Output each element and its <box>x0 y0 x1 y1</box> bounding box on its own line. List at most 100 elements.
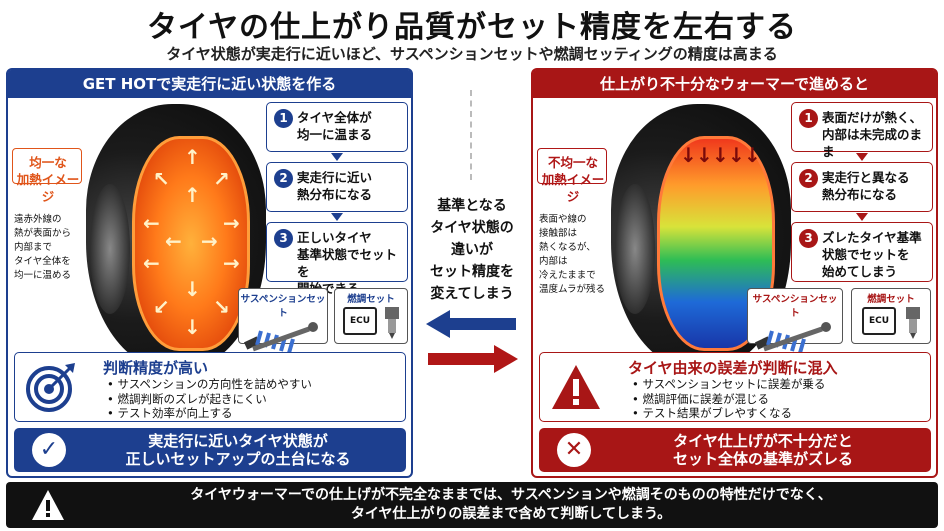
uneven-heating-text: 表面や線の 接触部は 熱くなるが、 内部は 冷えたままで 温度ムラが残る <box>539 214 606 295</box>
left-judgment-list: サスペンションの方向性を詰めやすい 燃調判断のズレが起きにくい テスト効率が向上… <box>107 377 312 421</box>
heat-arrow-icon: ↙ <box>153 295 170 319</box>
shock-absorber-icon <box>754 322 831 354</box>
left-judgment-box: 判断精度が高い サスペンションの方向性を詰めやすい 燃調判断のズレが起きにくい … <box>14 352 406 422</box>
right-step-3: 3 ズレたタイヤ基準 状態でセットを 始めてしまう <box>791 222 933 282</box>
right-step-2: 2 実走行と異なる 熱分布になる <box>791 162 933 212</box>
arrow-left-icon <box>426 310 516 338</box>
step-number-badge: 1 <box>274 109 293 128</box>
insufficient-warmer-panel: 仕上がり不十分なウォーマーで進めると 不均一な 加熱イメージ 表面や線の 接触部… <box>531 68 938 478</box>
step-number-badge: 2 <box>274 169 293 188</box>
right-judgment-title: タイヤ由来の誤差が判断に混入 <box>628 359 838 377</box>
right-step-3-text: ズレたタイヤ基準 状態でセットを 始めてしまう <box>822 230 922 279</box>
uniform-heating-note: 均一な 加熱イメージ 遠赤外線の 熱が表面から 内部まで タイヤ全体を 均一に温… <box>14 154 82 283</box>
cross-icon: ✕ <box>557 433 591 467</box>
right-conclusion-banner: ✕ タイヤ仕上げが不十分だと セット全体の基準がズレる <box>539 428 931 472</box>
left-step-1: 1 タイヤ全体が 均一に温まる <box>266 102 408 152</box>
heat-arrow-icon: ↓ <box>696 143 713 167</box>
heat-arrow-icon: ↖ <box>153 167 170 191</box>
ecu-icon: ECU <box>862 307 896 335</box>
uneven-heating-heading: 不均一な 加熱イメージ <box>541 155 605 204</box>
step-down-arrow-icon <box>856 213 868 221</box>
warning-icon <box>32 490 64 520</box>
heat-arrow-icon: ↑ <box>184 183 201 207</box>
target-icon <box>26 363 75 412</box>
suspension-set-label: サスペンションセット <box>752 294 838 319</box>
step-number-badge: 3 <box>274 229 293 248</box>
warning-icon <box>552 365 600 409</box>
heat-arrow-icon: ↓ <box>712 143 729 167</box>
uniform-heating-heading: 均一な 加熱イメージ <box>16 155 80 204</box>
heat-arrow-icon: ↓ <box>728 143 745 167</box>
left-judgment-title: 判断精度が高い <box>103 359 209 377</box>
right-judgment-list: サスペンションセットに誤差が乗る 燃調評価に誤差が混じる テスト結果がブレやすく… <box>632 377 825 421</box>
left-step-3: 3 正しいタイヤ 基準状態でセットを 開始できる <box>266 222 408 296</box>
heat-arrow-icon: ↓ <box>184 277 201 301</box>
step-down-arrow-icon <box>331 153 343 161</box>
heat-arrow-icon: → <box>201 229 218 253</box>
fuel-set-box: 燃調セット ECU <box>851 288 931 344</box>
heat-arrow-icon: ↘ <box>213 295 230 319</box>
uniform-heating-text: 遠赤外線の 熱が表面から 内部まで タイヤ全体を 均一に温める <box>14 214 72 281</box>
heat-arrow-icon: ↗ <box>213 167 230 191</box>
center-message: 基準となる タイヤ状態の 違いが セット精度を 変えてしまう <box>430 198 514 302</box>
heat-arrow-icon: ← <box>143 251 160 275</box>
suspension-set-box: サスペンションセット <box>238 288 328 354</box>
list-item: サスペンションセットに誤差が乗る <box>632 377 825 392</box>
list-item: サスペンションの方向性を詰めやすい <box>107 377 311 392</box>
list-item: 燃調評価に誤差が混じる <box>632 392 825 407</box>
heat-arrow-icon: → <box>223 251 240 275</box>
injector-icon <box>385 307 399 339</box>
left-step-1-text: タイヤ全体が 均一に温まる <box>297 110 373 142</box>
footer-warning-bar: タイヤウォーマーでの仕上げが不完全なままでは、サスペンションや燃調そのものの特性… <box>6 482 938 528</box>
injector-icon <box>906 307 920 339</box>
wheel-rim <box>615 184 655 314</box>
heat-arrow-icon: ↑ <box>184 145 201 169</box>
heat-arrow-icon: → <box>223 211 240 235</box>
shock-absorber-icon <box>243 322 318 354</box>
step-down-arrow-icon <box>331 213 343 221</box>
left-conclusion-banner: ✓ 実走行に近いタイヤ状態が 正しいセットアップの土台になる <box>14 428 406 472</box>
center-divider <box>470 90 472 180</box>
heat-arrow-icon: ← <box>143 211 160 235</box>
list-item: 燃調判断のズレが起きにくい <box>107 392 312 407</box>
check-icon: ✓ <box>32 433 66 467</box>
left-step-3-text: 正しいタイヤ 基準状態でセットを 開始できる <box>297 230 398 296</box>
step-number-badge: 2 <box>799 169 818 188</box>
uniformly-heated-tire: ↑ ↖ ↗ ↑ ← → ← → ← → ↓ ↙ ↘ ↓ <box>86 104 266 369</box>
step-number-badge: 1 <box>799 109 818 128</box>
suspension-set-label: サスペンションセット <box>240 294 326 319</box>
fuel-set-box: 燃調セット ECU <box>334 288 408 344</box>
ecu-icon: ECU <box>343 307 377 335</box>
right-judgment-box: タイヤ由来の誤差が判断に混入 サスペンションセットに誤差が乗る 燃調評価に誤差が… <box>539 352 931 422</box>
wheel-rim <box>90 184 130 314</box>
heat-arrow-icon: ↓ <box>184 315 201 339</box>
right-step-1-text: 表面だけが熱く、 内部は未完成のまま <box>822 110 923 159</box>
right-step-2-text: 実走行と異なる 熱分布になる <box>822 170 910 202</box>
footer-text: タイヤウォーマーでの仕上げが不完全なままでは、サスペンションや燃調そのものの特性… <box>190 487 832 522</box>
insufficient-warmer-panel-header: 仕上がり不十分なウォーマーで進めると <box>533 70 936 98</box>
step-number-badge: 3 <box>799 229 818 248</box>
list-item: テスト効率が向上する <box>107 406 312 421</box>
uniform-heating-box <box>12 148 82 184</box>
fuel-set-label: 燃調セット <box>867 294 915 305</box>
left-step-2: 2 実走行に近い 熱分布になる <box>266 162 408 212</box>
uniform-heat-core: ↑ ↖ ↗ ↑ ← → ← → ← → ↓ ↙ ↘ ↓ <box>132 136 250 351</box>
step-down-arrow-icon <box>856 153 868 161</box>
arrow-right-icon <box>428 345 518 373</box>
uneven-heating-note: 不均一な 加熱イメージ 表面や線の 接触部は 熱くなるが、 内部は 冷えたままで… <box>539 154 607 297</box>
right-conclusion-text: タイヤ仕上げが不十分だと セット全体の基準がズレる <box>672 432 853 468</box>
get-hot-panel: GET HOTで実走行に近い状態を作る 均一な 加熱イメージ 遠赤外線の 熱が表… <box>6 68 413 478</box>
list-item: テスト結果がブレやすくなる <box>632 406 825 421</box>
heat-arrow-icon: ← <box>165 229 182 253</box>
page-subtitle: タイヤ状態が実走行に近いほど、サスペンションセットや燃調セッティングの精度は高ま… <box>166 45 778 63</box>
heat-arrow-icon: ↓ <box>744 143 761 167</box>
uneven-heating-box <box>537 148 607 184</box>
heat-arrow-icon: ↓ <box>680 143 697 167</box>
page-title: タイヤの仕上がり品質がセット精度を左右する <box>146 10 798 45</box>
fuel-set-label: 燃調セット <box>347 294 395 305</box>
left-step-2-text: 実走行に近い 熱分布になる <box>297 170 373 202</box>
right-step-1: 1 表面だけが熱く、 内部は未完成のまま <box>791 102 933 159</box>
left-conclusion-text: 実走行に近いタイヤ状態が 正しいセットアップの土台になる <box>125 432 351 468</box>
suspension-set-box: サスペンションセット <box>747 288 843 354</box>
get-hot-panel-header: GET HOTで実走行に近い状態を作る <box>8 70 411 98</box>
